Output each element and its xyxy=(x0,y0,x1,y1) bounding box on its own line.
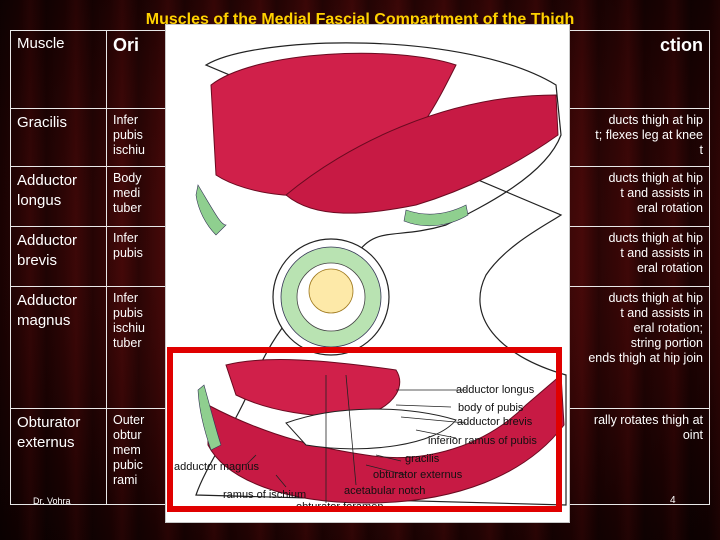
slide-title: Muscles of the Medial Fascial Compartmen… xyxy=(145,11,575,28)
cartilage-mid xyxy=(403,204,469,227)
muscle-name: Adductor magnus xyxy=(10,286,107,409)
leader-lines xyxy=(245,374,467,503)
muscle-name: Obturator externus xyxy=(10,408,107,505)
cartilage-left xyxy=(195,184,227,236)
muscle-action: ducts thigh at hip t and assists in eral… xyxy=(556,226,710,287)
label-ramus-of-ischium: ramus of ischium xyxy=(223,489,307,501)
muscle-region-lower-upper xyxy=(225,359,401,417)
label-obturator-externus: obturator externus xyxy=(373,469,463,481)
muscle-name: Adductor brevis xyxy=(10,226,107,287)
label-gracilis: gracilis xyxy=(405,453,440,465)
label-adductor-longus: adductor longus xyxy=(456,384,535,396)
cartilage-lower xyxy=(197,384,222,451)
muscle-name: Adductor longus xyxy=(10,166,107,227)
header-muscle: Muscle xyxy=(10,30,107,109)
muscle-action: ducts thigh at hip t and assists in eral… xyxy=(556,286,710,409)
label-adductor-magnus: adductor magnus xyxy=(174,461,259,473)
muscle-action: ducts thigh at hip t and assists in eral… xyxy=(556,166,710,227)
anatomy-figure: adductor longus body of pubis adductor b… xyxy=(165,24,570,523)
muscle-region-upper-right xyxy=(285,94,559,214)
muscle-action: ducts thigh at hip t; flexes leg at knee… xyxy=(556,108,710,167)
highlight-box xyxy=(167,347,562,512)
page-number: 4 xyxy=(670,495,676,506)
author-credit: Dr. Vohra xyxy=(33,496,71,506)
acetabulum-fat-pad xyxy=(308,268,354,314)
header-action: ction xyxy=(556,30,710,109)
label-adductor-brevis: adductor brevis xyxy=(457,416,533,428)
label-acetabular-notch: acetabular notch xyxy=(344,485,426,497)
hip-bone-illustration xyxy=(195,42,567,506)
muscle-name: Gracilis xyxy=(10,108,107,167)
label-body-of-pubis: body of pubis xyxy=(458,402,524,414)
label-inferior-ramus: inferior ramus of pubis xyxy=(428,435,537,447)
muscle-region-upper-left xyxy=(210,52,457,197)
muscle-action: rally rotates thigh at oint xyxy=(556,408,710,505)
